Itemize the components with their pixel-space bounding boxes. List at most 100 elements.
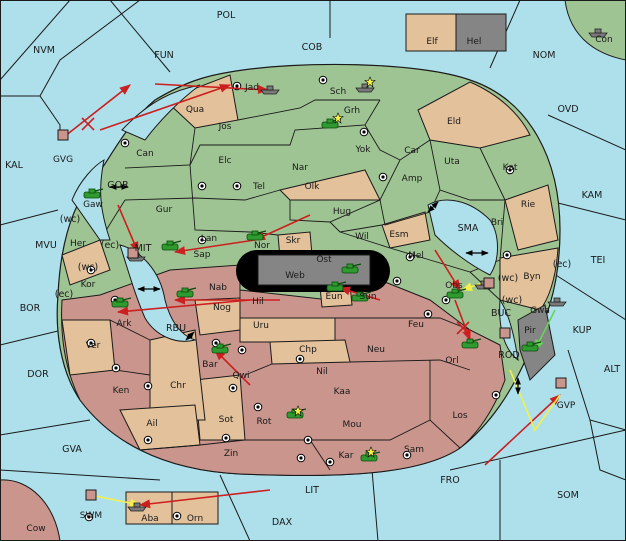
star-icon [364, 76, 376, 88]
retreat-marker [85, 489, 97, 501]
province-label: Tel [252, 182, 265, 192]
province-label: Los [452, 411, 467, 421]
star-icon [292, 405, 304, 417]
fleet-unit[interactable] [547, 297, 567, 307]
province-label: Mou [343, 420, 362, 430]
box-hel[interactable] [455, 13, 507, 52]
supply-centers [84, 75, 515, 522]
province-label: Gaw [83, 200, 103, 210]
fleet-unit[interactable] [260, 85, 280, 95]
army-unit[interactable] [446, 288, 467, 299]
supply-center-dot-core [426, 312, 430, 316]
supply-center-dot-core [87, 515, 91, 519]
sea-label: (ec) [553, 259, 571, 270]
sea-label: FUN [154, 50, 174, 61]
province-label: Skr [286, 236, 301, 246]
army-unit[interactable] [83, 188, 104, 199]
sea-label: DOR [27, 369, 49, 380]
supply-center-dot-core [494, 393, 498, 397]
sea-label: POL [217, 10, 236, 21]
sea-label: (wc) [60, 214, 80, 225]
supply-center-dot-core [235, 84, 239, 88]
prov-esm[interactable] [381, 211, 431, 249]
supply-center-dot-core [200, 238, 204, 242]
sea-label: COB [302, 42, 323, 53]
province-label: Yok [354, 145, 371, 155]
province-label: Aba [141, 514, 158, 524]
army-unit[interactable] [341, 263, 362, 274]
province-label: Kaa [334, 387, 351, 397]
army-unit[interactable] [176, 287, 197, 298]
sea-label: (ec) [101, 240, 119, 251]
army-unit[interactable] [246, 230, 267, 241]
army-unit[interactable] [211, 343, 232, 354]
sea-label: BOR [20, 303, 41, 314]
prov-rie[interactable] [504, 184, 559, 251]
army-unit[interactable] [521, 341, 542, 352]
army-unit[interactable] [161, 240, 182, 251]
supply-center-dot-core [298, 357, 302, 361]
supply-center-dot-core [89, 268, 93, 272]
army-unit[interactable] [111, 297, 132, 308]
supply-center-dot-core [381, 175, 385, 179]
province-label: Orn [187, 514, 203, 524]
supply-center-dot-core [405, 453, 409, 457]
supply-center-dot-core [299, 456, 303, 460]
province-label: Jos [218, 122, 232, 132]
province-label: Lan [201, 234, 217, 244]
province-label: Rot [257, 417, 272, 427]
prov-her[interactable] [61, 239, 111, 286]
retreat-marker [127, 247, 139, 259]
prov-eld[interactable] [417, 81, 531, 149]
province-label: Hel [467, 37, 482, 47]
retreat-marker [57, 129, 69, 141]
province-label: Esm [389, 230, 408, 240]
prov-ost-web[interactable] [257, 254, 371, 286]
sea-sma[interactable] [427, 199, 498, 276]
supply-center-dot-core [505, 253, 509, 257]
supply-center-dot-core [328, 460, 332, 464]
army-unit[interactable] [461, 338, 482, 349]
province-label: Gwa [530, 306, 550, 316]
passage-arrows [109, 184, 521, 395]
sea-label: MIT [135, 243, 152, 254]
province-label: Bar [202, 360, 218, 370]
sea-label: LIT [305, 485, 319, 496]
box-elf[interactable] [405, 13, 457, 52]
province-label: Hil [252, 297, 264, 307]
sea-mit-rbu[interactable] [119, 244, 197, 342]
sea-label: BUC [491, 308, 511, 319]
sea-label: FRO [440, 475, 460, 486]
sea-west-bay[interactable] [121, 84, 201, 141]
sea-label: RBU [166, 323, 186, 334]
province-label: Neu [367, 345, 385, 355]
sea-label: ALT [604, 364, 620, 375]
supply-center-dot-core [231, 386, 235, 390]
province-label: Wil [355, 232, 369, 242]
supply-center-dot-core [89, 341, 93, 345]
prov-nog[interactable] [194, 297, 241, 336]
province-label: GVP [557, 401, 576, 411]
army-unit[interactable] [351, 291, 372, 302]
sea-label: KUP [573, 325, 592, 336]
province-label: Rie [521, 200, 536, 210]
province-label: Chp [299, 345, 317, 355]
sea-gor[interactable] [71, 159, 111, 241]
province-label: Sch [330, 87, 346, 97]
province-label: Hug [333, 207, 351, 217]
province-label: Nog [213, 303, 231, 313]
supply-center-dot-core [146, 384, 150, 388]
province-label: Zin [224, 449, 238, 459]
supply-center-dot-core [123, 141, 127, 145]
province-label: Gur [156, 205, 173, 215]
fleet-unit[interactable] [127, 502, 147, 512]
province-label: Ken [113, 386, 130, 396]
army-unit[interactable] [326, 281, 347, 292]
fleet-unit[interactable] [588, 28, 608, 38]
sea-label: KAM [582, 190, 603, 201]
retreat-marker [555, 377, 567, 389]
retreat-marker [483, 277, 495, 289]
province-label: Sot [219, 415, 234, 425]
sea-label: SMA [458, 223, 479, 234]
